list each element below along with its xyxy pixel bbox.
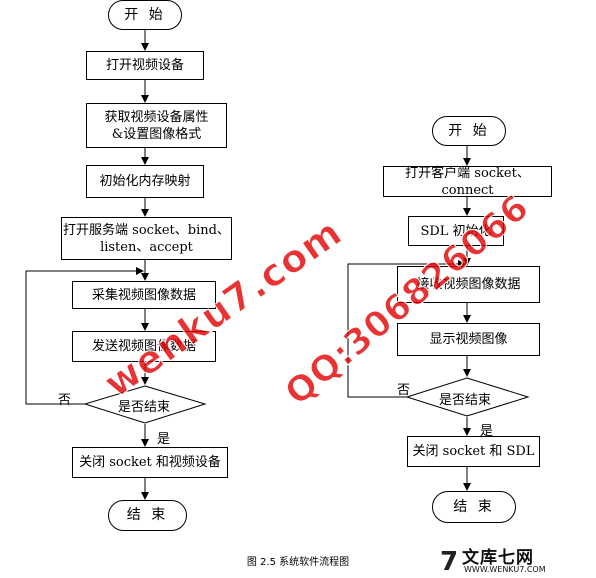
left-start-terminal: 开 始 [108,0,182,30]
logo-url: WWW.WENKU7.COM [464,565,546,574]
arrow-left-loop [25,267,144,405]
right-decision-label: 是否结束 [439,393,492,408]
left-no-label: 否 [58,393,72,408]
right-start-terminal: 开 始 [432,116,506,146]
left-decision-diamond [83,385,207,424]
left-open-device-step: 打开视频设备 [86,51,204,80]
left-open-server-socket-step: 打开服务端 socket、bind、 listen、accept [61,217,232,260]
left-yes-label: 是 [157,432,171,447]
arrow-right-loop [347,260,466,398]
left-send-step: 发送视频图像数据 [72,331,216,362]
right-no-label: 否 [397,383,411,398]
logo-seven-icon: 7 [440,547,459,577]
right-close-step: 关闭 socket 和 SDL [407,436,540,467]
left-decision-label: 是否结束 [118,400,171,415]
left-init-mmap-step: 初始化内存映射 [86,165,204,198]
figure-caption: 图 2.5 系统软件流程图 [246,557,350,568]
right-display-step: 显示视频图像 [397,323,540,356]
right-decision-diamond [405,377,530,417]
right-receive-step: 接收视频图像数据 [397,266,540,303]
left-device-props-step: 获取视频设备属性 &设置图像格式 [86,103,227,148]
left-end-terminal: 结 束 [108,500,187,531]
right-yes-label: 是 [480,424,494,439]
right-open-client-step: 打开客户端 socket、connect [383,166,552,198]
left-close-step: 关闭 socket 和视频设备 [72,447,228,478]
right-end-terminal: 结 束 [432,491,516,523]
logo-name: 文库七网 [462,548,534,568]
right-sdl-init-step: SDL 初始化 [408,216,504,246]
left-capture-step: 采集视频图像数据 [72,281,216,309]
wenku7-logo: 7 文库七网 WWW.WENKU7.COM [440,543,590,578]
